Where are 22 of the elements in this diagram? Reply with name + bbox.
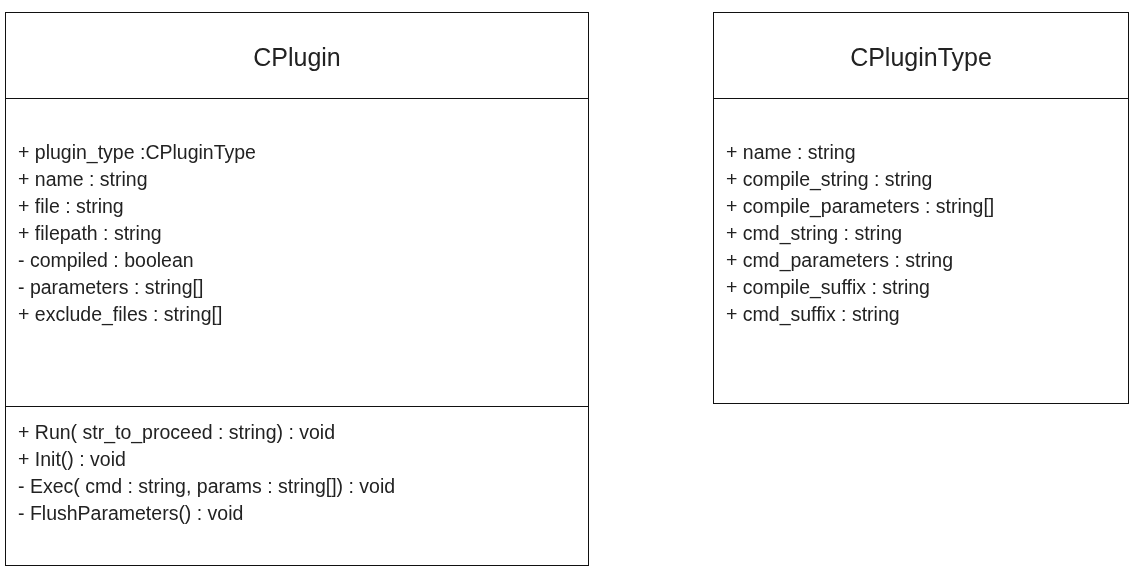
class-name: CPluginType [849,43,993,72]
attribute-text: + plugin_type :CPluginType [18,140,256,166]
attribute-text: + cmd_suffix : string [726,302,900,328]
class-box [5,12,589,566]
attribute-text: + file : string [18,194,124,219]
attribute-text: + filepath : string [18,221,162,246]
attribute-text: + compile_string : string [726,167,933,193]
attribute-text: + name : string [726,140,856,165]
method-text: + Run( str_to_proceed : string) : void [18,420,336,446]
attribute-text: + name : string [18,167,148,192]
method-text: - FlushParameters() : void [18,501,244,526]
method-text: - Exec( cmd : string, params : string[]) : void [18,474,396,499]
class-box [713,12,1129,404]
attribute-text: + exclude_files : string[] [18,302,223,328]
class-name: CPlugin [252,43,342,72]
attribute-text: + compile_suffix : string [726,275,930,301]
attribute-text: + cmd_parameters : string [726,248,954,274]
attribute-text: + compile_parameters : string[] [726,194,995,220]
attribute-text: - compiled : boolean [18,248,194,273]
attribute-text: + cmd_string : string [726,221,903,247]
attribute-text: - parameters : string[] [18,275,204,300]
method-text: + Init() : void [18,447,126,472]
